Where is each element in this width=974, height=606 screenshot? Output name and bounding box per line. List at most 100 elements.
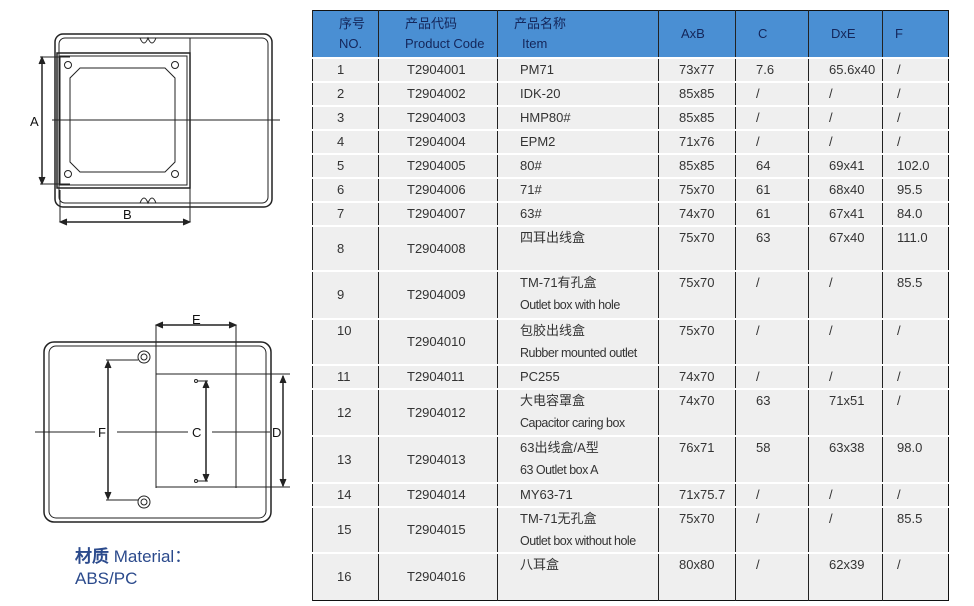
cell-dxe: / [808, 318, 883, 365]
cell-code: T2904015 [378, 506, 498, 553]
cell-item: MY63-71 [497, 482, 659, 507]
cell-no: 5 [312, 153, 379, 178]
material-value: ABS/PC [75, 569, 138, 588]
cell-no: 10 [312, 318, 379, 365]
cell-code: T2904010 [378, 318, 498, 365]
cell-c: 61 [735, 201, 809, 226]
dimension-label-b: B [123, 207, 132, 222]
cell-f: 85.5 [882, 506, 949, 553]
cell-no: 12 [312, 388, 379, 436]
cell-code: T2904005 [378, 153, 498, 178]
item-name: 63# [520, 206, 542, 221]
cell-dxe: 67x41 [808, 201, 883, 226]
item-name: HMP80# [520, 110, 571, 125]
cell-c: / [735, 81, 809, 106]
item-name: IDK-20 [520, 86, 561, 101]
cell-f: / [882, 482, 949, 507]
cell-axb: 76x71 [658, 435, 736, 483]
cell-dxe: 63x38 [808, 435, 883, 483]
item-name: 71# [520, 182, 542, 197]
cell-item: HMP80# [497, 105, 659, 130]
cell-item: 71# [497, 177, 659, 202]
cell-code: T2904016 [378, 552, 498, 600]
cell-no: 16 [312, 552, 379, 600]
cell-f: 84.0 [882, 201, 949, 226]
cell-f: / [882, 552, 949, 600]
cell-no: 14 [312, 482, 379, 507]
cell-item: PC255 [497, 364, 659, 389]
cell-item: 四耳出线盒 [497, 225, 659, 271]
cell-code: T2904008 [378, 225, 498, 271]
cell-axb: 75x70 [658, 177, 736, 202]
item-name: TM-71有孔盒 [520, 275, 597, 290]
dimension-label-c: C [192, 425, 201, 440]
cell-f: / [882, 364, 949, 389]
cell-item: 八耳盒 [497, 552, 659, 600]
cell-code: T2904006 [378, 177, 498, 202]
cell-no: 6 [312, 177, 379, 202]
cell-f: 95.5 [882, 177, 949, 202]
cell-axb: 75x70 [658, 270, 736, 319]
cell-axb: 74x70 [658, 201, 736, 226]
cell-axb: 75x70 [658, 225, 736, 271]
cell-code: T2904009 [378, 270, 498, 319]
cell-dxe: / [808, 105, 883, 130]
cell-dxe: / [808, 482, 883, 507]
cell-f: 102.0 [882, 153, 949, 178]
cell-no: 9 [312, 270, 379, 319]
cell-c: / [735, 506, 809, 553]
cell-item: IDK-20 [497, 81, 659, 106]
cell-code: T2904004 [378, 129, 498, 154]
cell-dxe: / [808, 81, 883, 106]
cell-code: T2904007 [378, 201, 498, 226]
item-name: 四耳出线盒 [520, 230, 586, 245]
cell-dxe: 67x40 [808, 225, 883, 271]
cell-axb: 71x75.7 [658, 482, 736, 507]
item-name: 八耳盒 [520, 557, 560, 572]
cell-no: 11 [312, 364, 379, 389]
cell-dxe: 68x40 [808, 177, 883, 202]
cell-f: / [882, 57, 949, 82]
item-name-en: Outlet box without hole [520, 534, 636, 548]
cell-no: 2 [312, 81, 379, 106]
cell-f: / [882, 81, 949, 106]
cell-dxe: 62x39 [808, 552, 883, 600]
cell-c: 63 [735, 225, 809, 271]
cell-axb: 73x77 [658, 57, 736, 82]
cell-axb: 71x76 [658, 129, 736, 154]
material-info: 材质 Material： ABS/PC [75, 546, 191, 590]
cell-f: 98.0 [882, 435, 949, 483]
cell-c: 61 [735, 177, 809, 202]
cell-c: / [735, 270, 809, 319]
cell-code: T2904002 [378, 81, 498, 106]
cell-axb: 75x70 [658, 318, 736, 365]
cell-c: / [735, 318, 809, 365]
cell-no: 15 [312, 506, 379, 553]
cell-code: T2904001 [378, 57, 498, 82]
cell-no: 7 [312, 201, 379, 226]
cell-axb: 85x85 [658, 105, 736, 130]
header-f: F [882, 10, 949, 58]
item-name: MY63-71 [520, 487, 573, 502]
